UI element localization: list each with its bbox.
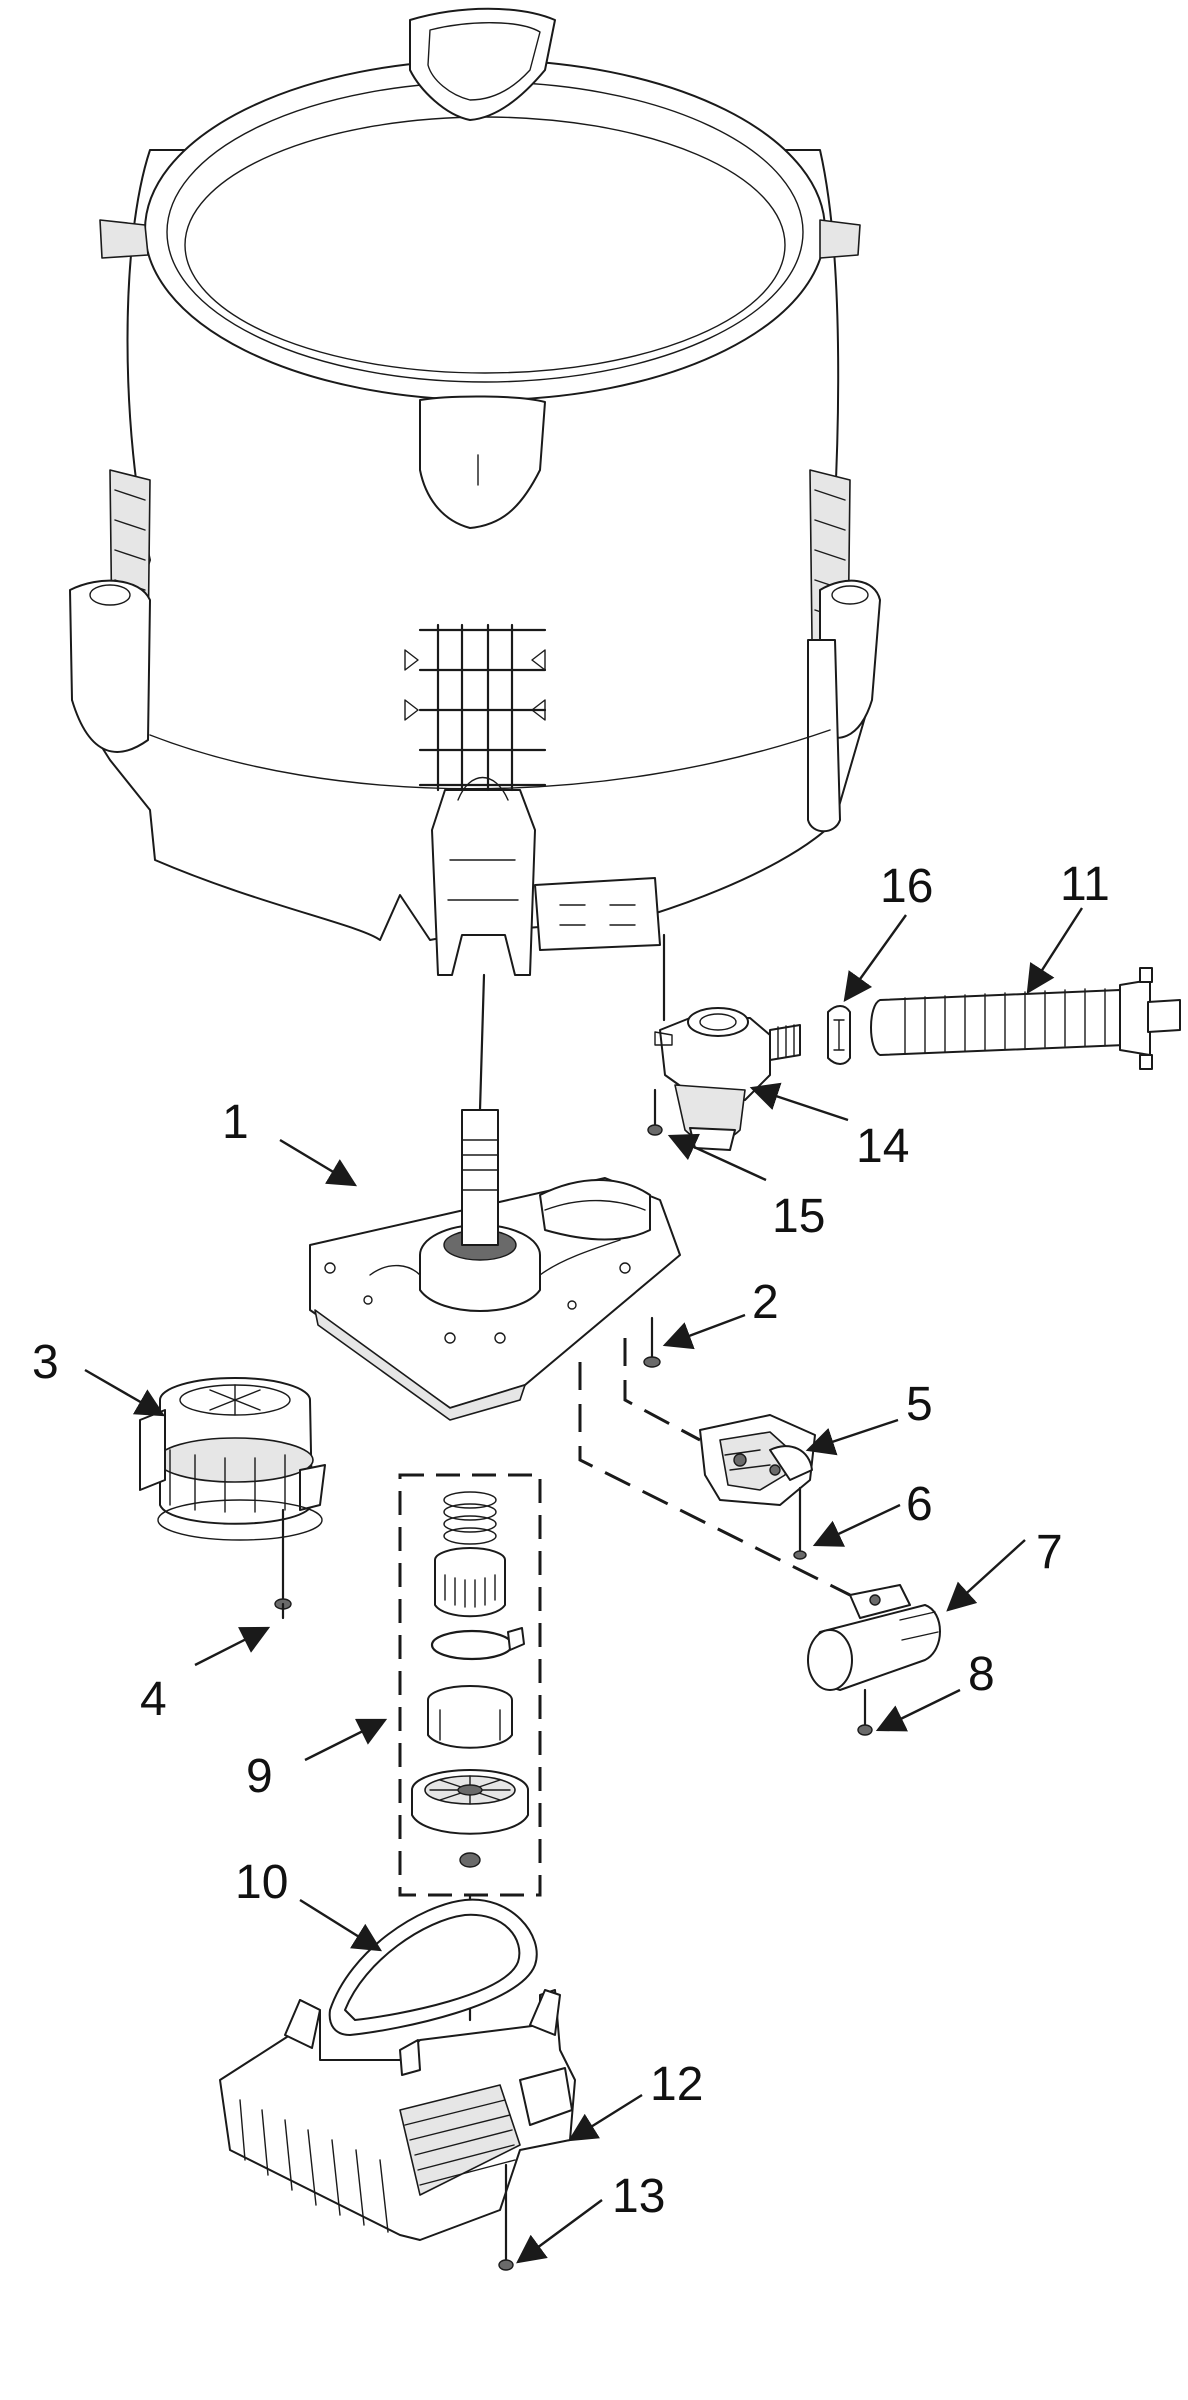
callout-2: 2 — [752, 1276, 779, 1329]
part-1-gearcase — [309, 1109, 681, 1421]
dash-line-gearcase-to-capacitor — [578, 1362, 851, 1597]
part-10-drive-belt — [328, 1898, 538, 2036]
part-16-clamp — [827, 1005, 851, 1065]
part-12-base — [219, 1989, 576, 2241]
part-5-shift-actuator — [699, 1414, 816, 1506]
callout-10: 10 — [235, 1856, 288, 1909]
part-3-drive-motor — [139, 1377, 326, 1600]
callout-15: 15 — [772, 1190, 825, 1243]
tub — [69, 7, 881, 976]
callout-11: 11 — [1060, 858, 1110, 911]
callout-labels: 1 2 3 4 5 6 7 8 9 10 11 12 13 14 15 16 — [32, 858, 1110, 2223]
part-4-screw — [274, 1598, 292, 1620]
callout-12: 12 — [650, 2058, 703, 2111]
callout-4: 4 — [140, 1673, 167, 1726]
part-15-screw — [647, 1088, 663, 1136]
callout-7: 7 — [1036, 1526, 1063, 1579]
dash-line-gearcase-to-actuator — [623, 1338, 701, 1442]
part-2-screw — [643, 1316, 661, 1368]
callout-13: 13 — [612, 2170, 665, 2223]
part-7-capacitor — [807, 1584, 941, 1691]
agitator-post — [404, 623, 547, 976]
callout-3: 3 — [32, 1336, 59, 1389]
part-8-screw — [857, 1688, 873, 1736]
callout-1: 1 — [222, 1096, 249, 1149]
callout-14: 14 — [856, 1120, 909, 1173]
callout-6: 6 — [906, 1478, 933, 1531]
callout-16: 16 — [880, 860, 933, 913]
part-11-drain-hose — [870, 967, 1181, 1070]
part-9-clutch-kit — [398, 1473, 542, 1897]
leader-arrows — [84, 907, 1084, 2264]
part-6-screw — [793, 1486, 807, 1560]
callout-9: 9 — [246, 1750, 273, 1803]
part-13-screw — [498, 2163, 514, 2271]
callout-5: 5 — [906, 1378, 933, 1431]
part-14-pump — [654, 1007, 801, 1151]
callout-8: 8 — [968, 1648, 995, 1701]
